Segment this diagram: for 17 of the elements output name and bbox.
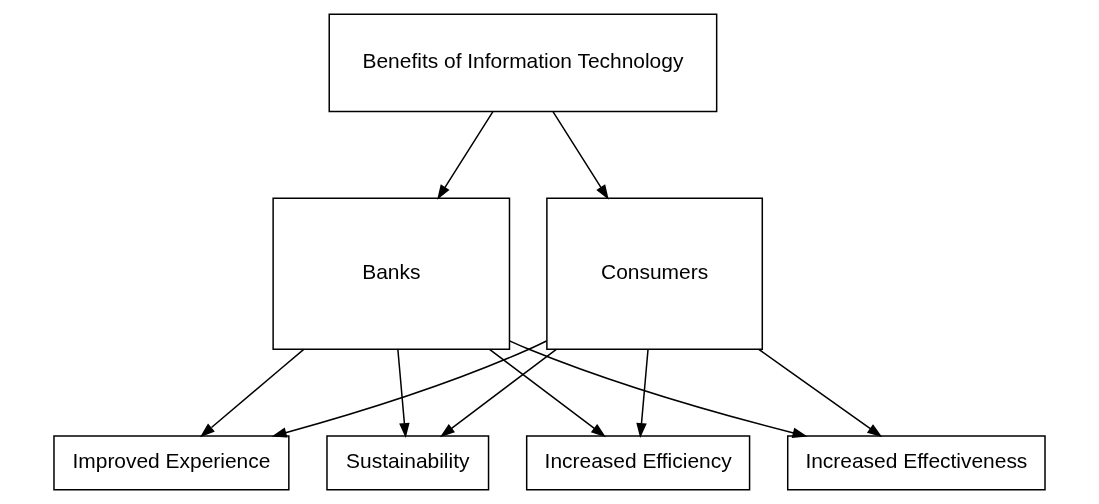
arrow <box>397 348 410 439</box>
arrow <box>636 348 649 439</box>
node-box: Banks <box>272 197 511 350</box>
arrow <box>199 348 305 438</box>
node-box: Improved Experience <box>53 435 290 491</box>
node-box: Increased Efficiency <box>525 435 751 491</box>
node-box: Benefits of Information Technology <box>328 13 718 113</box>
arrow <box>488 348 606 438</box>
arrow <box>552 110 609 200</box>
arrow <box>508 340 808 438</box>
arrow <box>271 340 548 438</box>
node-box: Increased Effectiveness <box>786 435 1046 491</box>
arrow <box>437 110 494 200</box>
node-box: Consumers <box>546 197 764 350</box>
arrow <box>758 348 883 438</box>
arrow <box>439 348 558 438</box>
node-box: Sustainability <box>326 435 490 491</box>
